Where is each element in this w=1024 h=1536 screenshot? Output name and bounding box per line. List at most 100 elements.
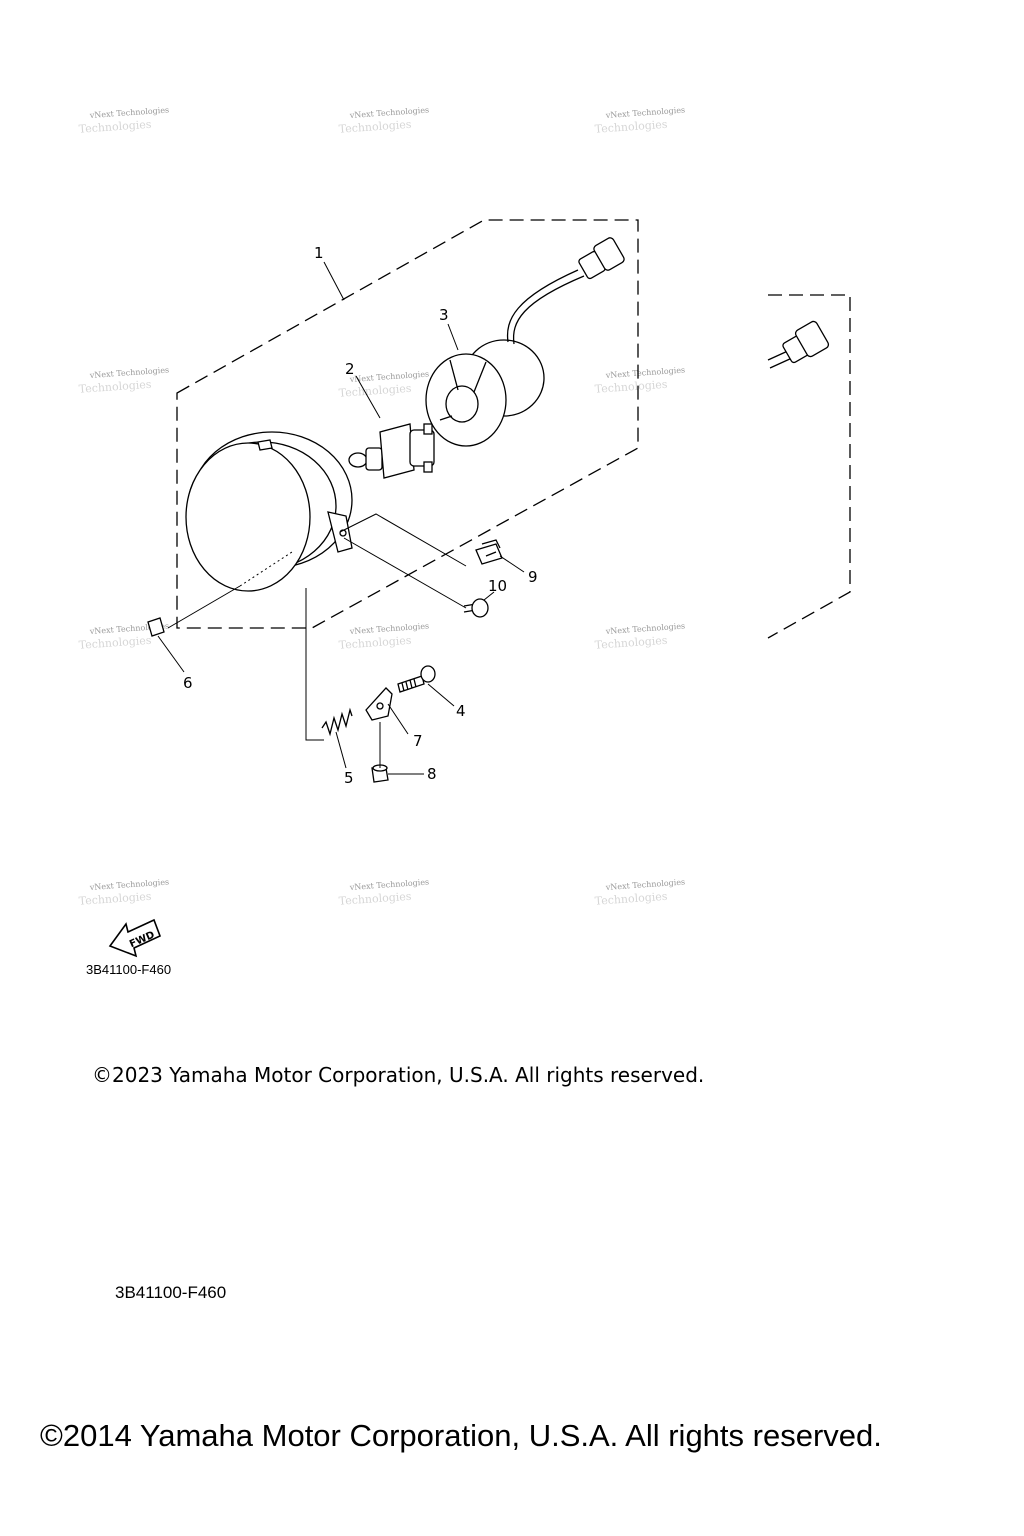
bulb-glass <box>348 452 368 468</box>
callout-4: 4 <box>456 702 466 720</box>
svg-text:vNext Technologies: vNext Technologies <box>349 621 430 636</box>
guide-line <box>167 585 241 629</box>
watermark: Technologies vNext Technologies <box>338 621 430 652</box>
guide-line <box>343 537 467 609</box>
leader-1 <box>323 261 345 301</box>
leader-7 <box>387 703 409 735</box>
bulb-socket-cover <box>425 269 585 447</box>
clip-nut <box>475 539 503 565</box>
svg-text:Technologies: Technologies <box>338 118 412 136</box>
cover-socket <box>445 385 479 423</box>
headlight-bulb <box>348 423 435 479</box>
headlight-connector <box>578 237 625 280</box>
adjusting-screw-head <box>420 665 436 683</box>
bulb-base <box>409 429 435 467</box>
copyright-current: ©2023 Yamaha Motor Corporation, U.S.A. A… <box>92 1063 705 1087</box>
svg-text:vNext Technologies: vNext Technologies <box>89 877 170 892</box>
socket-wire <box>512 275 585 345</box>
watermark: Technologies vNext Technologies <box>338 105 430 136</box>
watermark-grid: Technologies vNext Technologies Technolo… <box>78 105 686 908</box>
svg-text:Technologies: Technologies <box>594 118 668 136</box>
callout-leaders <box>157 261 525 775</box>
leader-2 <box>355 375 381 419</box>
leader-3 <box>447 323 459 351</box>
leader-6 <box>157 635 185 673</box>
svg-text:vNext Technologies: vNext Technologies <box>349 877 430 892</box>
assembly-boundary <box>176 219 639 629</box>
socket-wire <box>506 269 579 343</box>
adjuster-spring <box>321 707 353 737</box>
svg-text:vNext Technologies: vNext Technologies <box>605 105 686 120</box>
connector-detail-boundary <box>767 294 851 639</box>
watermark: Technologies vNext Technologies <box>78 105 170 136</box>
leader-10 <box>483 591 495 601</box>
watermark: Technologies vNext Technologies <box>594 877 686 908</box>
bulb-flange <box>379 423 415 479</box>
part-code: 3B41100-F460 <box>86 962 172 977</box>
svg-text:Technologies: Technologies <box>594 378 668 396</box>
clip-nut-body <box>475 543 503 565</box>
svg-text:Technologies: Technologies <box>78 890 152 908</box>
callout-8: 8 <box>427 765 437 783</box>
leader-5 <box>335 731 347 769</box>
watermark: Technologies vNext Technologies <box>78 365 169 396</box>
fwd-arrow: FWD <box>108 918 162 958</box>
callout-10: 10 <box>488 577 507 595</box>
adjusting-screw-thread <box>401 678 417 692</box>
watermark: Technologies vNext Technologies <box>338 877 430 908</box>
svg-text:vNext Technologies: vNext Technologies <box>349 105 430 120</box>
square-nut-body <box>147 617 165 637</box>
cover-spoke <box>439 359 487 421</box>
guide-line <box>305 588 324 741</box>
adjuster-bracket-hole <box>376 702 384 710</box>
callout-2: 2 <box>345 360 355 378</box>
square-nut <box>147 617 165 637</box>
adjusting-screw <box>397 665 436 693</box>
connector-plug <box>593 237 625 271</box>
svg-text:Technologies: Technologies <box>338 382 412 400</box>
watermark: Technologies vNext Technologies <box>594 105 686 136</box>
svg-text:vNext Technologies: vNext Technologies <box>605 621 686 636</box>
bulb-terminal <box>423 423 433 435</box>
svg-text:vNext Technologies: vNext Technologies <box>89 105 170 120</box>
svg-text:Technologies: Technologies <box>594 890 668 908</box>
watermark: Technologies vNext Technologies <box>78 877 170 908</box>
callout-1: 1 <box>314 244 324 262</box>
part-code-repeat: 3B41100-F460 <box>115 1283 227 1302</box>
svg-text:vNext Technologies: vNext Technologies <box>605 877 686 892</box>
headlight-rim-tab <box>257 439 273 451</box>
bulb-terminal <box>423 461 433 473</box>
bulb-neck <box>365 447 383 471</box>
adjuster-bracket <box>365 687 393 721</box>
screw-head <box>471 598 489 618</box>
svg-text:Technologies: Technologies <box>594 634 668 652</box>
svg-text:Technologies: Technologies <box>78 118 152 136</box>
leader-9 <box>499 555 525 573</box>
svg-text:Technologies: Technologies <box>78 634 152 652</box>
adjuster-spring-coil <box>321 707 353 737</box>
watermark: Technologies vNext Technologies <box>594 621 686 652</box>
headlight-unit <box>185 431 353 592</box>
svg-text:Technologies: Technologies <box>78 378 152 396</box>
callout-labels: 1 2 3 4 5 6 7 8 9 10 <box>183 244 538 787</box>
guide-line <box>339 513 467 567</box>
headlight-lens <box>185 442 311 592</box>
callout-5: 5 <box>344 769 354 787</box>
harness-wire <box>769 357 793 369</box>
harness-connector <box>767 320 830 369</box>
svg-text:Technologies: Technologies <box>338 890 412 908</box>
fwd-arrow-shape <box>108 918 162 958</box>
copyright-original: ©2014 Yamaha Motor Corporation, U.S.A. A… <box>40 1418 882 1453</box>
svg-text:Technologies: Technologies <box>338 634 412 652</box>
svg-text:vNext Technologies: vNext Technologies <box>349 369 430 384</box>
svg-text:vNext Technologies: vNext Technologies <box>605 365 686 380</box>
leader-4 <box>427 683 455 707</box>
connector-plug <box>794 320 830 358</box>
callout-7: 7 <box>413 732 423 750</box>
guide-dotted <box>239 551 293 587</box>
callout-3: 3 <box>439 306 449 324</box>
callout-9: 9 <box>528 568 538 586</box>
screw <box>463 598 489 618</box>
clip-nut-fold <box>481 539 501 557</box>
